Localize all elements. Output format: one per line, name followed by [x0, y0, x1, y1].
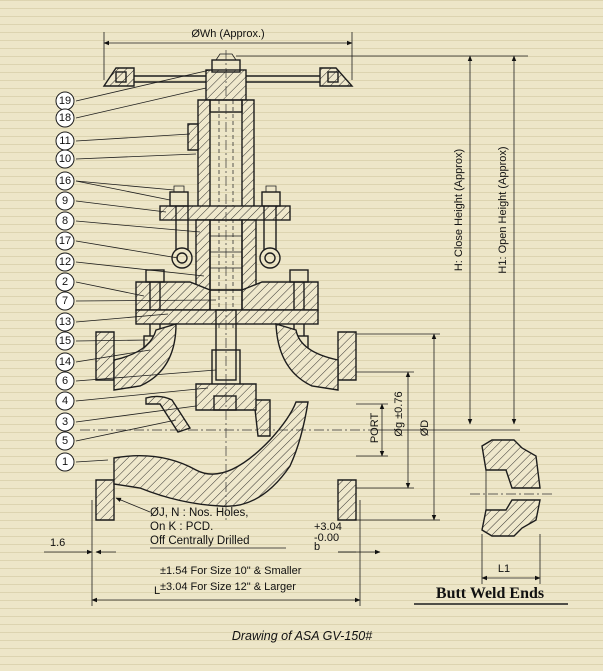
balloon-16: 16 [55, 171, 75, 191]
handwheel [102, 53, 354, 101]
l-tol-small: ±1.54 For Size 10" & Smaller [160, 565, 302, 577]
bonnet [135, 269, 319, 353]
balloons: 19 18 11 10 16 9 8 17 12 2 7 13 15 14 6 … [55, 91, 75, 472]
l-label: L [154, 585, 160, 597]
balloon-14: 14 [55, 352, 75, 372]
svg-text:Off Centrally Drilled: Off Centrally Drilled [150, 535, 250, 547]
drilling-note: ØJ, N : Nos. Holes, On K : PCD. Off Cent… [150, 507, 286, 549]
balloon-17: 17 [55, 231, 75, 251]
svg-text:1: 1 [62, 456, 68, 468]
balloon-19: 19 [55, 91, 75, 111]
balloon-6: 6 [55, 371, 75, 391]
wh-label: ØWh (Approx.) [191, 28, 264, 40]
svg-text:10: 10 [59, 153, 71, 165]
balloon-3: 3 [55, 412, 75, 432]
l-tol-large: ±3.04 For Size 12" & Larger [160, 581, 296, 593]
balloon-11: 11 [55, 131, 75, 151]
balloon-9: 9 [55, 191, 75, 211]
svg-text:14: 14 [59, 356, 71, 368]
svg-text:8: 8 [62, 215, 68, 227]
balloon-10: 10 [55, 149, 75, 169]
balloon-5: 5 [55, 431, 75, 451]
svg-text:6: 6 [62, 375, 68, 387]
dimension-texts: ØWh (Approx.) H: Close Height (Approx) H… [50, 28, 510, 597]
open-height-label: H1: Open Height (Approx) [497, 146, 509, 273]
svg-text:4: 4 [62, 395, 68, 407]
butt-weld-title: Butt Weld Ends [436, 585, 544, 602]
balloon-leaders [75, 69, 217, 463]
butt-weld-detail [470, 439, 552, 537]
svg-text:16: 16 [59, 175, 71, 187]
svg-text:11: 11 [59, 135, 70, 147]
svg-text:2: 2 [62, 276, 68, 288]
b-tol-lower: -0.00 [314, 532, 339, 544]
valve-body [80, 50, 370, 552]
balloon-1: 1 [55, 452, 75, 472]
balloon-18: 18 [55, 108, 75, 128]
dimension-lines [44, 32, 541, 606]
svg-text:17: 17 [59, 235, 71, 247]
close-height-label: H: Close Height (Approx) [453, 149, 465, 271]
b-label: b [314, 541, 320, 553]
svg-text:5: 5 [62, 435, 68, 447]
svg-text:7: 7 [62, 295, 68, 307]
balloon-13: 13 [55, 312, 75, 332]
d-label: ØD [419, 420, 431, 437]
balloon-15: 15 [55, 331, 75, 351]
flange-thk-label: 1.6 [50, 537, 65, 549]
yoke-stem [159, 99, 291, 330]
balloon-2: 2 [55, 272, 75, 292]
svg-text:18: 18 [59, 112, 71, 124]
svg-text:3: 3 [62, 416, 68, 428]
balloon-4: 4 [55, 391, 75, 411]
g-label: Øg ±0.76 [393, 391, 405, 436]
port-label: PORT [369, 413, 381, 444]
b-tol-upper: +3.04 [314, 521, 342, 533]
balloon-7: 7 [55, 291, 75, 311]
svg-text:15: 15 [59, 335, 71, 347]
svg-text:19: 19 [59, 95, 71, 107]
svg-text:12: 12 [59, 256, 71, 268]
svg-text:13: 13 [59, 316, 71, 328]
svg-text:On K : PCD.: On K : PCD. [150, 521, 213, 533]
svg-text:9: 9 [62, 195, 68, 207]
svg-text:ØJ, N : Nos. Holes,: ØJ, N : Nos. Holes, [150, 507, 248, 519]
balloon-8: 8 [55, 211, 75, 231]
caption: Drawing of ASA GV-150# [232, 629, 373, 643]
l1-label: L1 [498, 563, 510, 575]
balloon-12: 12 [55, 252, 75, 272]
